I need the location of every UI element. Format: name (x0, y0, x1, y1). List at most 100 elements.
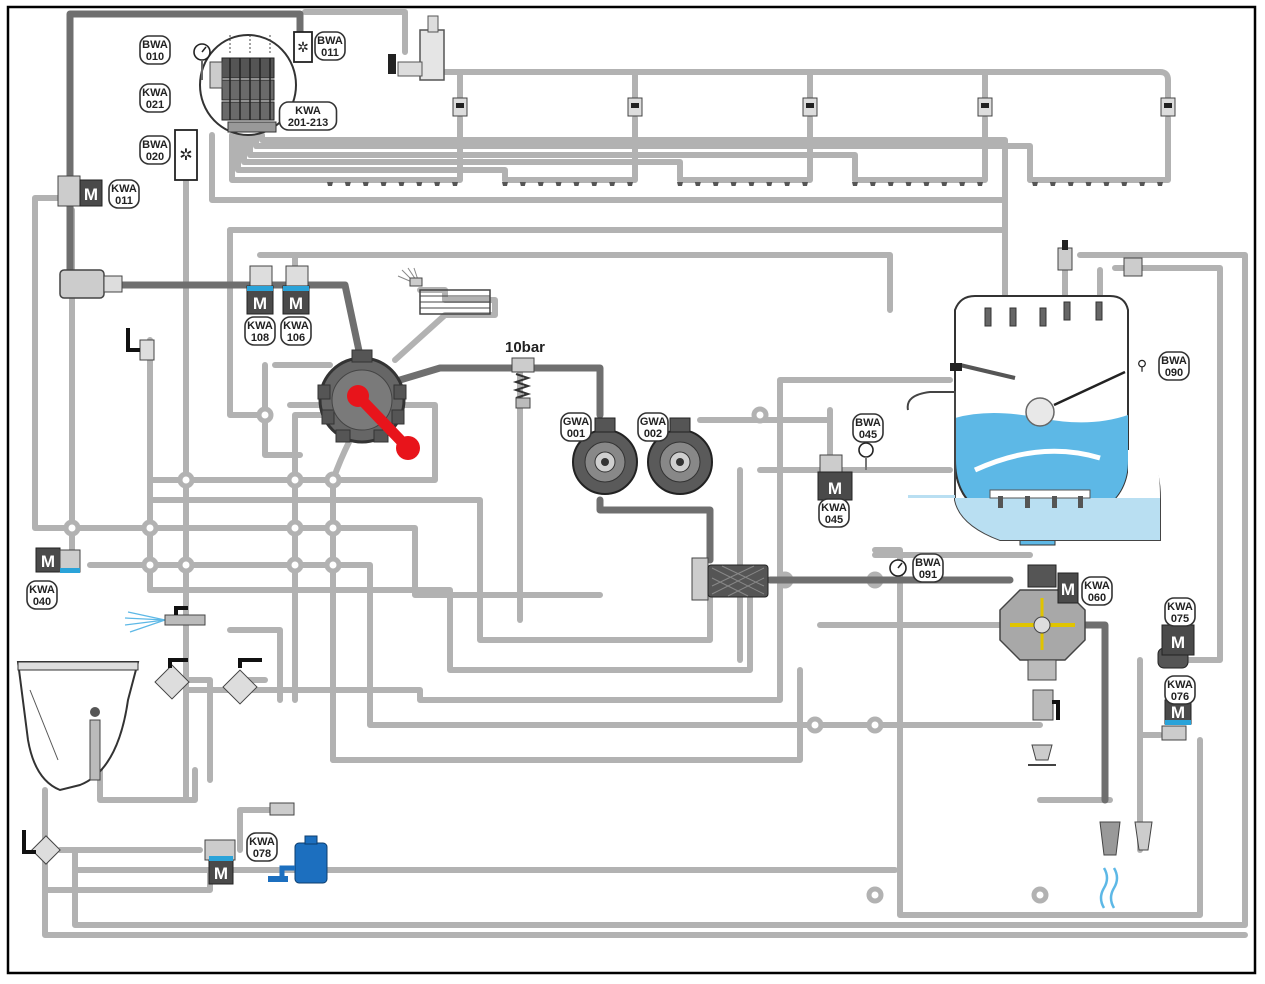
nozzle-icon (327, 182, 1163, 186)
label-text: BWA (317, 35, 343, 47)
nozzle-icon (887, 182, 894, 186)
nozzle-icon (380, 182, 387, 186)
label-text: KWA (1084, 580, 1110, 592)
label-text: KWA (111, 183, 137, 195)
nozzle-icon (1067, 182, 1074, 186)
nozzle-icon (327, 182, 333, 186)
nozzle-icon (398, 182, 405, 186)
filter-icon (691, 557, 769, 601)
hose-reel (397, 267, 491, 315)
label-text: 011 (115, 195, 133, 207)
nozzle-icon (1103, 182, 1110, 186)
tank-inlet-valves (1057, 240, 1143, 277)
pump-icon (572, 417, 638, 495)
nozzle-icon (502, 182, 508, 186)
nozzle-icon (627, 182, 633, 186)
pressure-label: 10bar (505, 339, 545, 356)
nozzle-icon (591, 182, 598, 186)
label-text: 075 (1171, 613, 1189, 625)
level-sensor: ⚲ (1137, 357, 1147, 373)
gauge-icon (858, 442, 874, 470)
tank-icon (906, 295, 1161, 546)
pipe-network (32, 9, 1248, 938)
svg-text:M: M (1061, 580, 1075, 599)
nozzle-icon (748, 182, 755, 186)
pressure-relief-valve: 10bar (505, 339, 545, 409)
svg-text:✲: ✲ (179, 147, 192, 164)
svg-text:M: M (1171, 703, 1185, 722)
nozzle-icon (1139, 182, 1146, 186)
nozzle-icon (362, 182, 369, 186)
three-way-valve (154, 658, 190, 700)
label-text: BWA (142, 39, 168, 51)
nozzle-icon (694, 182, 701, 186)
label-text: KWA (247, 320, 273, 332)
fan-icon: ✲ (293, 31, 313, 63)
motor-icon: M (246, 265, 274, 315)
label-text: 201-213 (288, 117, 328, 129)
motor-icon: M (35, 547, 81, 573)
label-text: BWA (855, 417, 881, 429)
label-text: KWA (1167, 679, 1193, 691)
motor-icon: M (57, 175, 103, 207)
svg-text:M: M (828, 479, 842, 498)
diagram-frame (6, 5, 1257, 975)
label-text: 045 (859, 429, 877, 441)
label-text: 091 (919, 569, 937, 581)
nozzle-icon (869, 182, 876, 186)
label-text: BWA (142, 139, 168, 151)
boom-section-valves (452, 97, 1176, 117)
label-text: KWA (821, 502, 847, 514)
motor-icon: M (1157, 624, 1195, 669)
label-text: 076 (1171, 691, 1189, 703)
label-text: 021 (146, 99, 164, 111)
motor-icon: M (817, 454, 853, 501)
nozzle-icon (941, 182, 948, 186)
label-text: KWA (249, 836, 275, 848)
label-text: 020 (146, 151, 164, 163)
motor-icon: M (1161, 699, 1192, 741)
nozzle-icon (1032, 182, 1038, 186)
nozzle-icon (1085, 182, 1092, 186)
label-text: 108 (251, 332, 269, 344)
label-text: 011 (321, 47, 339, 59)
gauge-icon (889, 559, 907, 577)
svg-text:⚲: ⚲ (1137, 357, 1147, 373)
section-valve-distributor (199, 34, 297, 136)
nozzle-icon (519, 182, 526, 186)
nozzle-icon (416, 182, 423, 186)
svg-text:M: M (253, 294, 267, 313)
nozzle-icon (344, 182, 351, 186)
label-text: BWA (915, 557, 941, 569)
main-inlet-valve (388, 15, 445, 81)
svg-text:✲: ✲ (297, 39, 309, 55)
fan-icon: ✲ (174, 129, 198, 181)
label-text: KWA (1167, 601, 1193, 613)
svg-text:M: M (289, 294, 303, 313)
label-text: KWA (283, 320, 309, 332)
label-text: KWA (295, 105, 321, 117)
label-text: 060 (1088, 592, 1106, 604)
gauge-icon (193, 43, 211, 80)
nozzle-icon (1099, 821, 1153, 909)
nozzle-icon (434, 182, 441, 186)
central-selector-valve (317, 349, 420, 460)
nozzle-icon (784, 182, 791, 186)
nozzle-icon (537, 182, 544, 186)
three-way-valve (22, 830, 61, 865)
label-text: 090 (1165, 367, 1183, 379)
